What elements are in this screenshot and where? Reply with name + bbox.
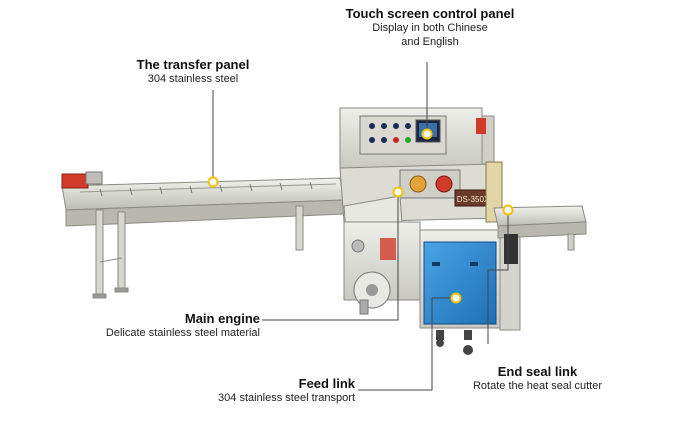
casters [436, 330, 473, 355]
model-plate-text: DS-350X [457, 195, 490, 204]
infeed-red-end [61, 173, 89, 189]
callout-end-seal-link: End seal link Rotate the heat seal cutte… [455, 364, 620, 393]
callout-engine-title: Main engine [184, 311, 260, 326]
leader-endseal [487, 210, 509, 344]
callout-transfer-line1: 304 stainless steel [147, 73, 239, 85]
leader-feed [358, 297, 456, 391]
callout-touch-title: Touch screen control panel [345, 6, 515, 21]
callout-endseal-line1: Rotate the heat seal cutter [472, 380, 603, 392]
marker-feed [450, 292, 462, 304]
callout-markers [207, 128, 514, 304]
callout-main-engine: Main engine Delicate stainless steel mat… [60, 311, 260, 340]
cabinet-door [423, 241, 497, 325]
outfeed-conveyor [493, 205, 587, 264]
callout-feed-title: Feed link [298, 376, 355, 391]
leader-engine [262, 192, 399, 321]
marker-engine [392, 186, 404, 198]
blue-cabinet [419, 225, 521, 355]
panel-buttons [369, 123, 411, 143]
marker-transfer [207, 176, 219, 188]
main-engine-block [343, 221, 421, 315]
callout-feed-line1: 304 stainless steel transport [218, 392, 355, 404]
marker-touch [421, 128, 433, 140]
main-frame: DS-350X [339, 107, 503, 233]
conveyor-legs [92, 205, 304, 299]
callout-touch-line1: Display in both Chinese [372, 22, 488, 34]
callout-transfer-panel: The transfer panel 304 stainless steel [118, 57, 268, 86]
transfer-conveyor [61, 171, 345, 299]
marker-endseal [502, 204, 514, 216]
callout-touch-screen: Touch screen control panel Display in bo… [325, 6, 535, 49]
callout-touch-line2: and English [401, 36, 459, 48]
callout-feed-link: Feed link 304 stainless steel transport [160, 376, 355, 405]
infeed-guard [85, 171, 103, 185]
callout-endseal-title: End seal link [497, 364, 578, 379]
callout-engine-line1: Delicate stainless steel material [105, 327, 260, 339]
conveyor-lugs [99, 181, 313, 197]
leader-lines [212, 62, 509, 391]
callout-transfer-title: The transfer panel [136, 57, 250, 72]
